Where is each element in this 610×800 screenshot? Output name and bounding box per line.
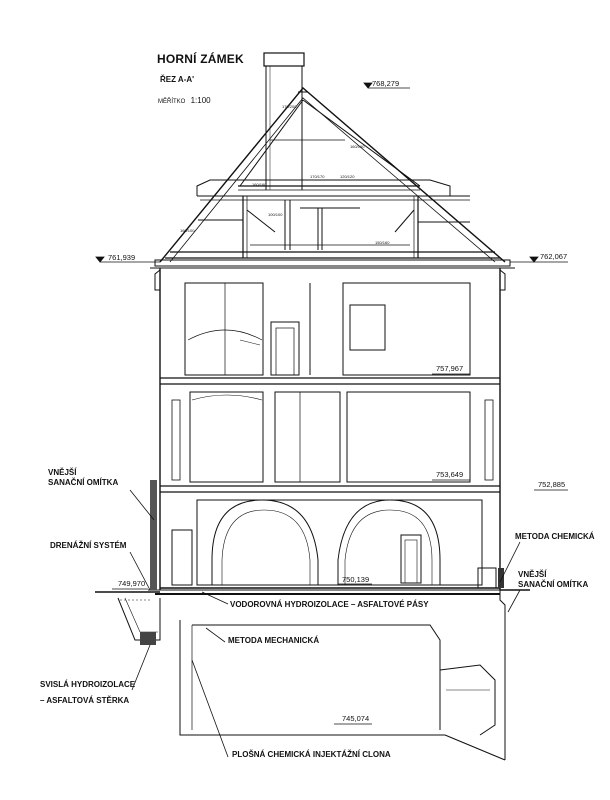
level-ground-floor: 750,139 (342, 575, 370, 584)
level-ground-right: 752,885 (538, 480, 566, 489)
beam-label-7: 150/160 (375, 240, 390, 245)
beam-label-2: 160/160 (350, 144, 365, 149)
section-label: ŘEZ A-A' (160, 75, 195, 84)
label-chemical-curtain: PLOŠNÁ CHEMICKÁ INJEKTÁŽNÍ CLONA (232, 750, 391, 759)
level-floor-1: 753,649 (436, 470, 464, 479)
beam-label-6: 100/100 (268, 212, 283, 217)
label-exterior-plaster-left: VNĚJŠÍ SANAČNÍ OMÍTKA (48, 468, 119, 487)
roof-truss (150, 87, 515, 269)
label-mechanical-method: METODA MECHANICKÁ (228, 636, 320, 645)
label-exterior-plaster-right: VNĚJŠÍ SANAČNÍ OMÍTKA (518, 570, 589, 589)
ground-floor-vaults (171, 499, 497, 589)
level-eaves-left: 761,939 (108, 253, 136, 262)
beam-label-8: 160/100 (180, 228, 195, 233)
drawing-title: HORNÍ ZÁMEK (157, 52, 244, 66)
beam-label-4: 120/120 (340, 174, 355, 179)
level-basement: 745,074 (342, 714, 370, 723)
level-terrain-left: 749,970 (118, 579, 146, 588)
building-walls (154, 268, 506, 590)
label-vertical-insulation: SVISLÁ HYDROIZOLACE – ASFALTOVÁ STĚRKA (40, 680, 136, 705)
basement (148, 589, 506, 761)
scale-row: MĚŘÍTKO 1:100 (158, 96, 211, 106)
beam-label-3: 170/170 (310, 174, 325, 179)
level-floor-2: 757,967 (436, 364, 464, 373)
label-chemical-method: METODA CHEMICKÁ (515, 532, 595, 541)
middle-floor (171, 391, 494, 483)
scale-value: 1:100 (190, 96, 211, 105)
level-markers (95, 82, 568, 725)
leader-lines (129, 489, 521, 758)
label-drainage: DRENÁŽNÍ SYSTÉM (50, 541, 127, 550)
scale-label: MĚŘÍTKO (158, 99, 186, 105)
level-ridge: 768,279 (372, 79, 400, 88)
label-horizontal-insulation: VODOROVNÁ HYDROIZOLACE – ASFALTOVÉ PÁSY (230, 600, 429, 609)
level-eaves-right: 762,067 (540, 252, 568, 261)
upper-floor (184, 282, 471, 376)
beam-label-5: 160/160 (252, 182, 267, 187)
terrain-right (498, 568, 530, 591)
beam-label-1: 170/200 (282, 104, 297, 109)
terrain-left (95, 480, 161, 645)
